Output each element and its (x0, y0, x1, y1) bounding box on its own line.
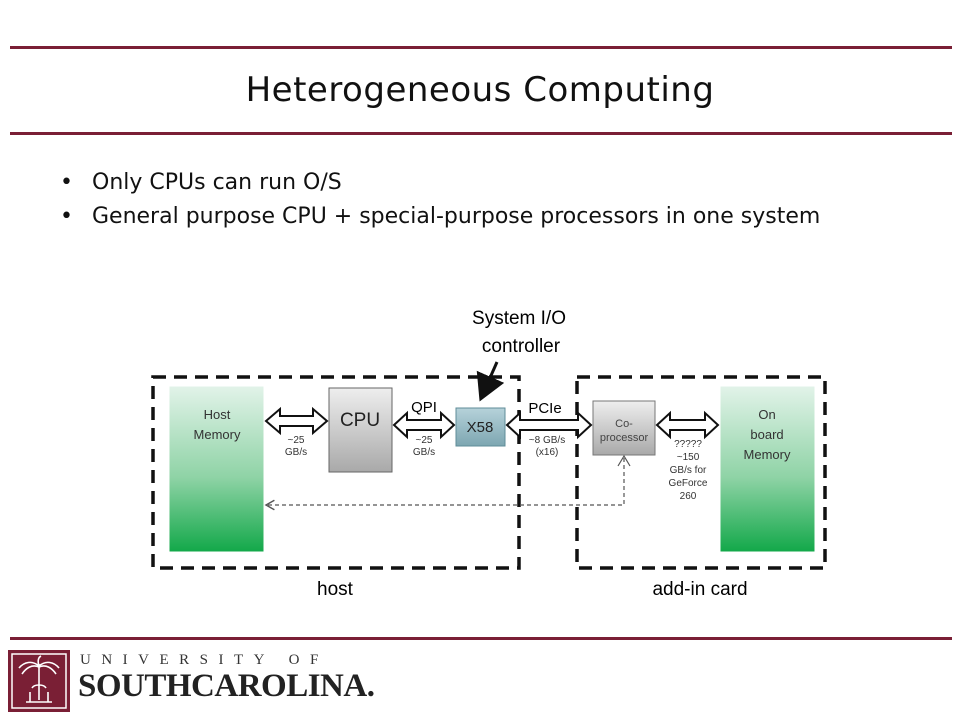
link-onboard-arrow-icon (655, 410, 720, 440)
link-onboard-label-1: ????? (674, 439, 702, 450)
university-name-main: SOUTHCAROLINA. (78, 668, 375, 704)
link-memory-cpu-arrow-icon (264, 406, 329, 436)
link-onboard-label-4: GeForce (669, 478, 708, 489)
host-memory-block (168, 385, 265, 553)
link-memory-cpu-label-1: ~25 (288, 435, 305, 446)
host-boundary (151, 375, 521, 570)
link-onboard-label-5: 260 (680, 491, 697, 502)
bullet-list: • Only CPUs can run O/S • General purpos… (60, 168, 920, 236)
add-in-card-boundary (575, 375, 827, 570)
bullet-text: Only CPUs can run O/S (92, 170, 342, 195)
onboard-memory-label-2: board (750, 427, 783, 442)
university-logo (8, 650, 70, 712)
link-qpi-label-1: ~25 (416, 435, 433, 446)
architecture-diagram: System I/O controller Host Memory CPU X5… (151, 308, 827, 600)
bullet-dot-icon: • (60, 204, 73, 229)
pcie-label: PCIe (528, 400, 561, 417)
dma-path-arrow-icon (264, 458, 625, 511)
footer-rule (10, 637, 952, 640)
callout-line-2: controller (482, 336, 561, 357)
onboard-memory-block (719, 385, 816, 553)
cpu-label: CPU (340, 410, 380, 431)
add-in-card-label: add-in card (652, 579, 747, 600)
dma-path-up-arrow-icon (617, 454, 631, 467)
x58-label: X58 (467, 419, 494, 436)
link-onboard-label-3: GB/s for (670, 465, 707, 476)
link-pcie-label-1: ~8 GB/s (529, 435, 565, 446)
host-memory-label-1: Host (204, 407, 231, 422)
link-qpi-label-2: GB/s (413, 447, 435, 458)
bullet-text: General purpose CPU + special-purpose pr… (92, 204, 821, 229)
host-label: host (317, 579, 354, 600)
link-onboard-label-2: ~150 (677, 452, 700, 463)
link-pcie-label-2: (x16) (536, 447, 559, 458)
qpi-label: QPI (411, 399, 437, 416)
host-memory-label-2: Memory (194, 427, 241, 442)
palmetto-tree-icon (11, 653, 67, 709)
bullet-item: • Only CPUs can run O/S (60, 168, 920, 198)
coprocessor-block (592, 400, 656, 456)
slide-title: Heterogeneous Computing (245, 70, 715, 110)
onboard-memory-label-1: On (758, 407, 775, 422)
onboard-memory-label-3: Memory (744, 447, 791, 462)
coprocessor-label-1: Co- (615, 418, 633, 430)
callout-arrow-icon (476, 361, 505, 402)
link-memory-cpu-label-2: GB/s (285, 447, 307, 458)
x58-block (455, 407, 506, 447)
bullet-dot-icon: • (60, 170, 73, 195)
top-rule (10, 46, 952, 49)
bullet-item: • General purpose CPU + special-purpose … (60, 202, 920, 232)
university-name-top: UNIVERSITY OF (80, 652, 329, 668)
callout-line-1: System I/O (472, 308, 566, 329)
cpu-block (328, 387, 393, 473)
title-rule (10, 132, 952, 135)
link-pcie-arrow-icon (505, 410, 593, 440)
link-qpi-arrow-icon (392, 410, 456, 440)
coprocessor-label-2: processor (600, 432, 649, 444)
